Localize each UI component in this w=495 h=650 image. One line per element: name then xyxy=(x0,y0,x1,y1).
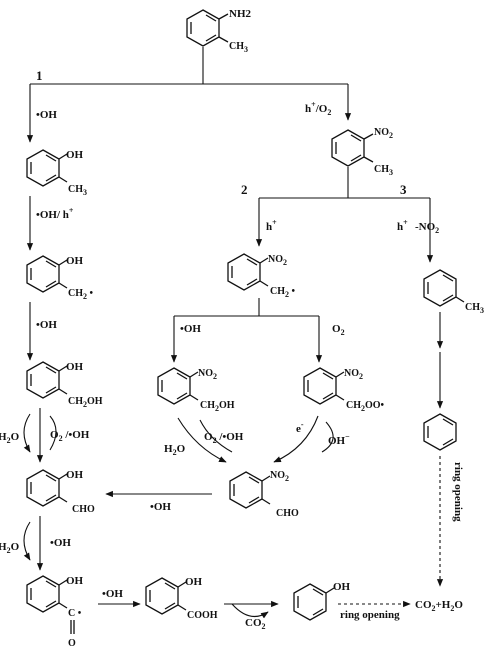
reagent-h-plus-o2: h+/O2 xyxy=(305,100,331,117)
molecule-hydroxybenzyl-radical: OH CH2 • xyxy=(26,255,94,301)
molecule-o-toluidine: NH2 CH3 xyxy=(186,8,252,54)
cho-label: CHO xyxy=(276,508,299,519)
ch2-radical-label: CH2 • xyxy=(68,288,94,301)
pathway-label-3: 3 xyxy=(400,182,407,197)
oh-label: OH xyxy=(66,575,84,587)
molecule-benzene xyxy=(423,413,457,451)
molecule-nitrobenzyl-peroxyl: NO2 CH2OO• xyxy=(303,367,385,413)
reagent-electron: e- xyxy=(296,420,304,435)
molecule-acyl-radical: OH C • O xyxy=(26,575,84,649)
nh2-label: NH2 xyxy=(229,8,252,20)
ch3-label: CH3 xyxy=(68,184,87,197)
reagent-oh-h-plus: •OH/ h+ xyxy=(36,206,74,221)
reagent-h-plus-2: h+ xyxy=(266,218,277,233)
ch3-label: CH3 xyxy=(465,302,484,315)
no2-label: NO2 xyxy=(344,368,363,381)
ch2oh-label: CH2OH xyxy=(68,396,103,409)
reagent-h2o-2: H2O xyxy=(0,541,20,555)
ch2oh-label: CH2OH xyxy=(200,400,235,413)
oh-label: OH xyxy=(66,255,84,267)
ch2-radical-label: CH2 • xyxy=(270,286,296,299)
no2-label: NO2 xyxy=(374,127,393,140)
ch2oo-radical-label: CH2OO• xyxy=(346,400,385,413)
molecule-hydroxybenzyl-alcohol: OH CH2OH xyxy=(26,361,103,409)
ring-opening-phenol: ring opening xyxy=(340,609,400,621)
molecule-nitrobenzaldehyde: NO2 CHO xyxy=(229,470,299,519)
molecule-salicylaldehyde: OH CHO xyxy=(26,469,95,515)
cooh-label: COOH xyxy=(187,610,218,621)
reagent-h-plus-3: h+ xyxy=(397,218,408,233)
pathway-label-1: 1 xyxy=(36,68,43,83)
reagent-co2: CO2 xyxy=(245,617,266,631)
final-products: CO2+H2O xyxy=(415,599,463,613)
molecule-o-cresol: OH CH3 xyxy=(26,149,87,197)
molecule-nitrotoluene: NO2 CH3 xyxy=(331,127,393,177)
molecule-salicylic-acid: OH COOH xyxy=(145,576,218,621)
cho-label: CHO xyxy=(72,504,95,515)
acyl-o-label: O xyxy=(68,638,76,649)
oh-label: OH xyxy=(66,469,84,481)
no2-label: NO2 xyxy=(198,368,217,381)
oh-label: OH xyxy=(66,361,84,373)
reagent-oh-radical-2: •OH xyxy=(50,537,71,549)
oh-label: OH xyxy=(333,581,351,593)
reagent-hydroxide: OH− xyxy=(328,432,350,447)
oh-label: OH xyxy=(66,149,84,161)
ch3-label: CH3 xyxy=(229,41,248,54)
molecule-toluene: CH3 xyxy=(423,269,484,315)
molecule-phenol: OH xyxy=(293,581,351,621)
reagent-oh-radical: •OH xyxy=(36,319,57,331)
reagent-o2: O2 xyxy=(332,323,345,337)
reagent-o2-oh-2: O2 /•OH xyxy=(204,431,244,445)
reagent-oh-radical-5: •OH xyxy=(150,501,171,513)
no2-label: NO2 xyxy=(268,254,287,267)
reagent-h2o-1: H2O xyxy=(0,431,20,445)
reagent-oh-radical-3: •OH xyxy=(102,588,123,600)
molecule-nitrobenzyl-radical: NO2 CH2 • xyxy=(227,253,296,299)
reagent-h2o-3: H2O xyxy=(164,443,186,457)
molecule-nitrobenzyl-alcohol: NO2 CH2OH xyxy=(157,367,235,413)
reagent-oh-radical-1: •OH xyxy=(36,109,57,121)
acyl-c-label: C • xyxy=(68,608,82,619)
no2-label: NO2 xyxy=(270,470,289,483)
reagent-minus-no2: -NO2 xyxy=(415,221,439,235)
ch3-label: CH3 xyxy=(374,164,393,177)
pathway-label-2: 2 xyxy=(241,182,248,197)
ring-opening-benzene: ring opening xyxy=(452,462,464,522)
oh-label: OH xyxy=(185,576,203,588)
reagent-oh-radical-4: •OH xyxy=(180,323,201,335)
